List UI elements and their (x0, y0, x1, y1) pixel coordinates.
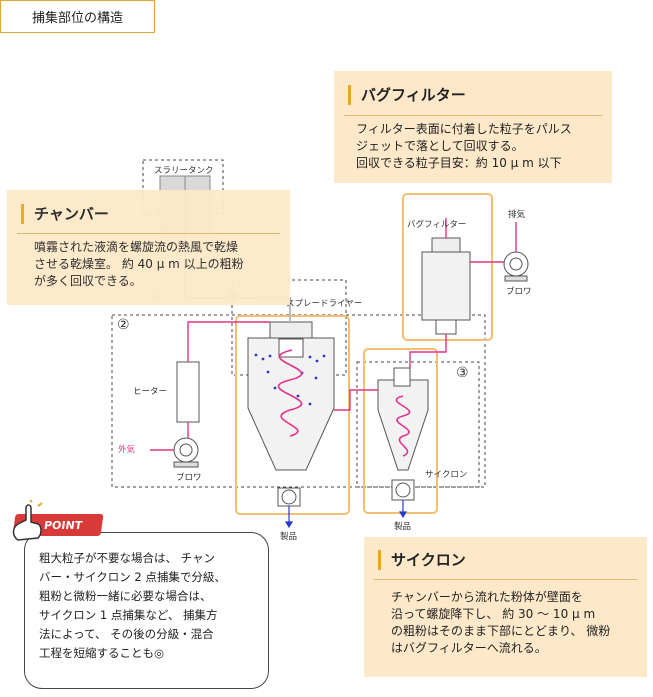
bag-filter-heading: バグフィルター (348, 85, 466, 105)
point-box: 粗大粒子が不要な場合は、 チャン バー・サイクロン 2 点捕集で分級、 粗粉と微… (24, 532, 269, 689)
number-2-marker: ② (117, 317, 130, 333)
cyclone-label: サイクロン (425, 470, 468, 480)
bag-filter-body: フィルター表面に付着した粒子をパルス ジェットで落として回収する。 回収できる粒… (356, 122, 572, 170)
spray-dryer-label: スプレードライヤー (286, 299, 363, 309)
product-right-label: 製品 (394, 522, 412, 532)
divider (17, 233, 280, 234)
slurry-tank-label: スラリータンク (154, 166, 214, 176)
heater-label: ヒーター (133, 387, 168, 397)
chamber-callout: チャンバー 噴霧された液滴を螺旋流の熱風で乾燥 させる乾燥室。 約 40 μ m… (7, 190, 290, 305)
cyclone-body: チャンバーから流れた粉体が壁面を 沿って螺旋降下し、 約 30 ～ 10 μ m… (391, 590, 611, 655)
cyclone-callout: サイクロン チャンバーから流れた粉体が壁面を 沿って螺旋降下し、 約 30 ～ … (364, 537, 647, 677)
pointing-hand-icon (12, 500, 43, 541)
divider (344, 115, 602, 116)
page-title: 捕集部位の構造 (0, 0, 155, 33)
blower-left-label: ブロワ (176, 473, 202, 483)
chamber-heading: チャンバー (21, 204, 109, 224)
exhaust-label: 排気 (508, 210, 526, 220)
cyclone-heading: サイクロン (378, 550, 466, 570)
point-text: 粗大粒子が不要な場合は、 チャン バー・サイクロン 2 点捕集で分級、 粗粉と微… (39, 551, 226, 660)
bag-filter-callout: バグフィルター フィルター表面に付着した粒子をパルス ジェットで落として回収する… (334, 71, 612, 183)
chamber-body: 噴霧された液滴を螺旋流の熱風で乾燥 させる乾燥室。 約 40 μ m 以上の粗粉… (34, 240, 244, 288)
point-note: 粗大粒子が不要な場合は、 チャン バー・サイクロン 2 点捕集で分級、 粗粉と微… (8, 500, 270, 692)
divider (374, 579, 637, 580)
number-3-marker: ③ (456, 365, 469, 381)
blower-right-label: ブロワ (506, 287, 532, 297)
bag-filter-label: バグフィルター (407, 220, 467, 230)
product-left-label: 製品 (280, 532, 298, 542)
outside-air-label: 外気 (118, 445, 136, 455)
